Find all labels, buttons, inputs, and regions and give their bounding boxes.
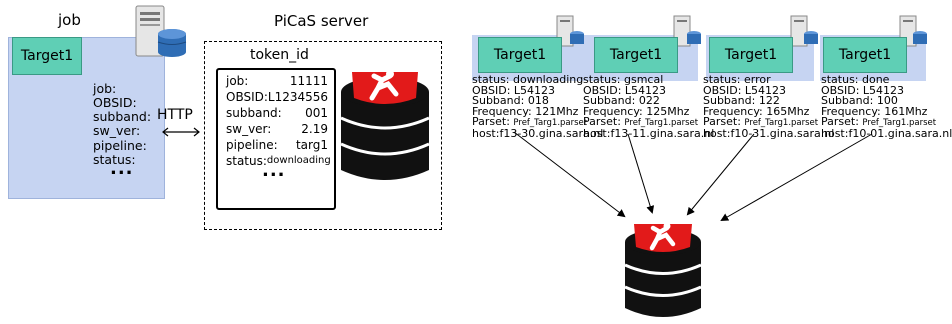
job-target-label: Target1 [12, 37, 82, 75]
token-box [216, 68, 336, 210]
arrow-worker-1 [513, 131, 626, 218]
worker-target-3: Target1 [709, 37, 793, 73]
job-title: job [58, 11, 81, 29]
worker-server-icon-3 [790, 15, 818, 47]
worker-server-icon-1 [556, 15, 584, 47]
token-row-swver: sw_ver:2.19 [226, 122, 328, 136]
token-title: token_id [250, 47, 309, 63]
worker-arrows [513, 131, 873, 221]
token-row-obsid: OBSID:L1234556 [226, 90, 329, 104]
arrow-worker-2 [627, 133, 655, 214]
server-title: PiCaS server [274, 12, 369, 30]
http-arrow [162, 127, 200, 137]
token-row-pipeline: pipeline:targ1 [226, 138, 328, 152]
worker-target-4: Target1 [823, 37, 907, 73]
job-field-pipeline: pipeline: [93, 138, 147, 153]
worker-server-icon-4 [899, 15, 927, 47]
http-label: HTTP [157, 107, 193, 123]
job-field-obsid: OBSID: [93, 95, 137, 110]
worker-server-icon-2 [673, 15, 701, 47]
server-computer-icon [135, 5, 187, 57]
job-ellipsis: ... [110, 158, 134, 179]
job-field-swver: sw_ver: [93, 123, 141, 138]
arrow-worker-4 [720, 133, 873, 221]
job-field-job: job: [93, 81, 117, 96]
worker-target-2: Target1 [594, 37, 678, 73]
database-icon [340, 70, 430, 180]
arrow-worker-3 [686, 133, 755, 216]
token-row-job: job:11111 [226, 74, 328, 88]
worker-target-1: Target1 [478, 37, 562, 73]
central-database-icon [624, 222, 702, 317]
token-ellipsis: ... [262, 160, 286, 181]
server-box [204, 41, 442, 230]
job-field-status: status: [93, 152, 136, 167]
token-row-subband: subband:001 [226, 106, 328, 120]
job-field-subband: subband: [93, 109, 152, 124]
token-row-status: status:downloading [226, 154, 331, 168]
